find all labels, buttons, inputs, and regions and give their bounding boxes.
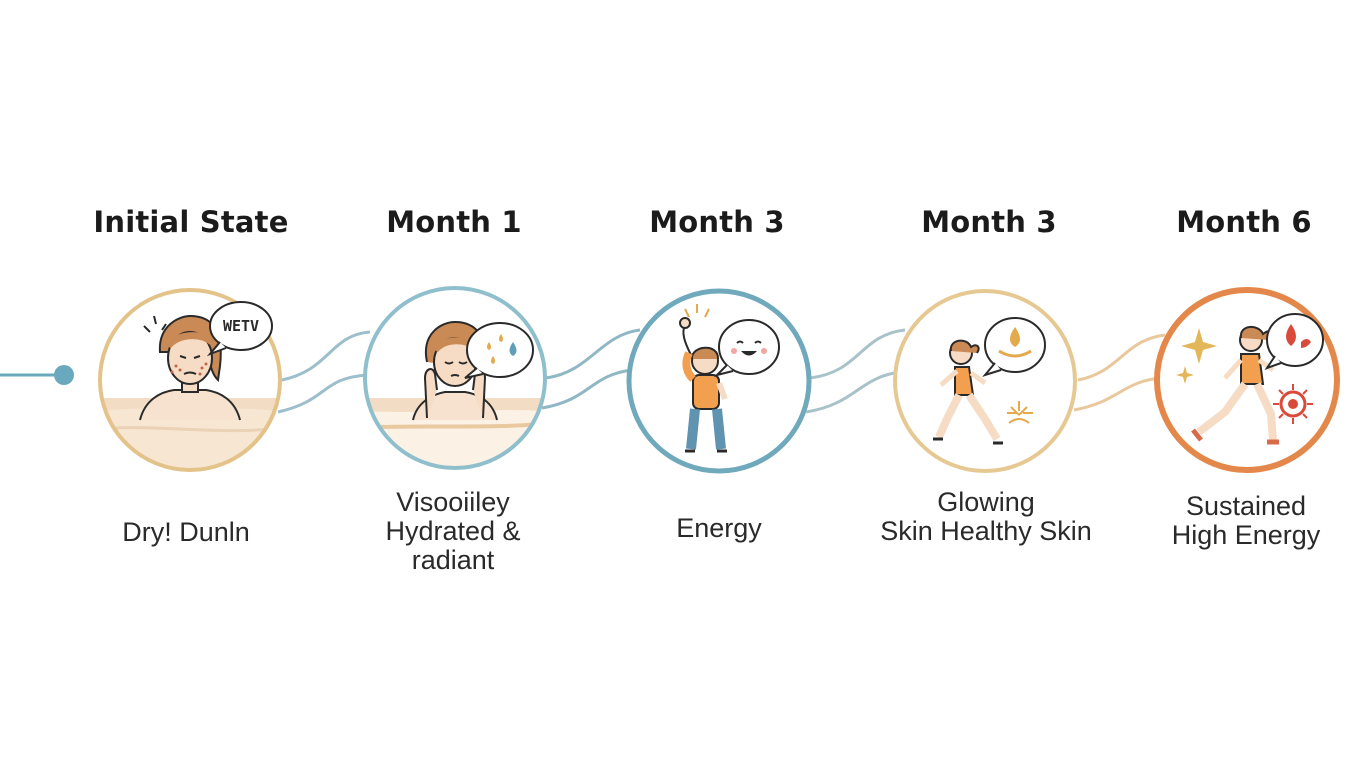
- connector-1-2-lower: [277, 373, 369, 414]
- water-drops-icon: [487, 334, 517, 364]
- smiley-icon: [731, 340, 767, 356]
- speech-bubble-icon: [464, 322, 534, 379]
- stressed-woman-icon: [412, 320, 498, 421]
- woman-bath-icon: [139, 314, 241, 421]
- speech-bubble-icon: [982, 317, 1046, 377]
- cheering-child-icon: [679, 304, 728, 453]
- sparkle-icon: [1176, 328, 1217, 384]
- stage-3-caption: Energy: [676, 513, 762, 543]
- stage-5-caption: Sustained High Energy: [1171, 491, 1321, 550]
- connector-3-4-upper: [809, 328, 906, 380]
- stage-3-title: Month 3: [649, 205, 785, 239]
- oil-drop-icon: [998, 327, 1032, 358]
- connector-4-5-upper: [1077, 333, 1166, 382]
- stage-1-title: Initial State: [93, 205, 289, 239]
- sun-badge-icon: [1273, 384, 1313, 424]
- heart-drop-icon: [1286, 324, 1311, 348]
- connector-3-4-lower: [805, 370, 901, 414]
- connector-1-2-upper: [281, 330, 371, 382]
- connector-2-3-upper: [545, 328, 641, 380]
- stage-3-illustration: [626, 288, 812, 474]
- stage-2-caption: Visooiiley Hydrated & radiant: [385, 487, 521, 575]
- stage-4-caption: Glowing Skin Healthy Skin: [880, 487, 1092, 546]
- stage-2-illustration: [363, 286, 547, 470]
- stage-2-title: Month 1: [386, 205, 522, 239]
- stage-4-illustration: [893, 289, 1077, 473]
- speech-bubble-icon: [1264, 313, 1324, 370]
- bubble-text: WETV: [223, 317, 259, 335]
- start-dot: [54, 365, 74, 385]
- connector-4-5-lower: [1073, 376, 1161, 412]
- speech-bubble-icon: WETV: [206, 301, 273, 357]
- sun-badge-icon: [1007, 401, 1033, 424]
- stage-4-title: Month 3: [921, 205, 1057, 239]
- stage-1-caption: Dry! Dunln: [122, 517, 250, 547]
- connector-2-3-lower: [541, 368, 633, 410]
- speech-bubble-icon: [713, 319, 780, 377]
- stage-5-title: Month 6: [1176, 205, 1312, 239]
- sprinter-woman-icon: [1191, 326, 1279, 445]
- stage-1-illustration: WETV: [98, 288, 282, 472]
- stage-5-illustration: [1154, 287, 1340, 473]
- runner-woman-icon: [933, 339, 1003, 445]
